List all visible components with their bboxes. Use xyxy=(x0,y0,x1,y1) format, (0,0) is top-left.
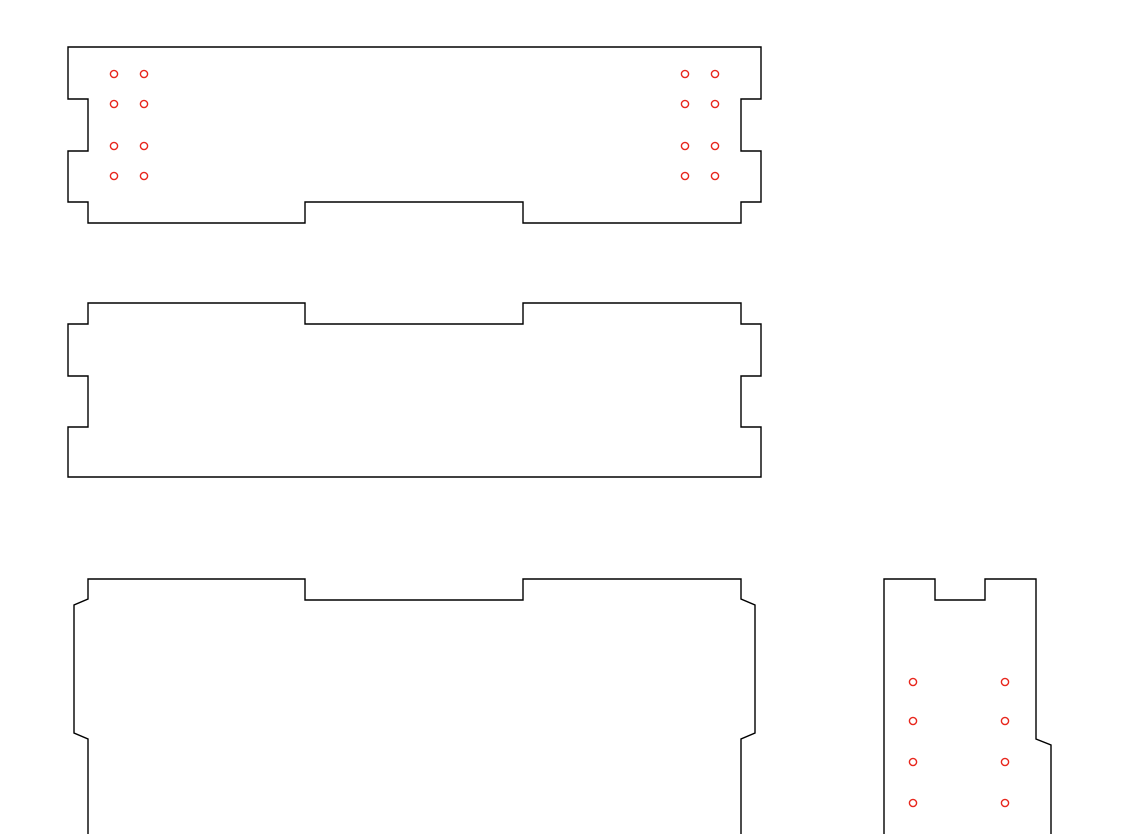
top-panel-hole xyxy=(109,69,119,79)
side-panel-hole xyxy=(1000,757,1010,767)
top-panel-hole xyxy=(109,99,119,109)
top-panel-hole xyxy=(680,141,690,151)
top-panel-hole xyxy=(710,141,720,151)
top-panel-hole xyxy=(109,171,119,181)
top-panel-hole xyxy=(680,99,690,109)
top-panel-holes xyxy=(109,69,720,181)
bottom-panel-outline xyxy=(73,578,756,834)
side-panel-hole xyxy=(1000,677,1010,687)
middle-panel-outline xyxy=(67,302,762,478)
side-panel-hole xyxy=(908,798,918,808)
side-panel-hole xyxy=(908,677,918,687)
top-panel-hole xyxy=(710,69,720,79)
side-panel-hole xyxy=(908,757,918,767)
side-panel-hole xyxy=(1000,798,1010,808)
top-panel-hole xyxy=(710,171,720,181)
top-panel-hole xyxy=(139,171,149,181)
side-panel-outline xyxy=(883,578,1052,834)
top-panel-hole xyxy=(680,69,690,79)
top-panel-hole xyxy=(680,171,690,181)
top-panel-hole xyxy=(139,69,149,79)
top-panel-hole xyxy=(139,141,149,151)
top-panel-hole xyxy=(109,141,119,151)
side-panel-hole xyxy=(1000,716,1010,726)
top-panel-hole xyxy=(710,99,720,109)
top-panel-outline xyxy=(67,46,762,224)
top-panel-hole xyxy=(139,99,149,109)
side-panel-holes xyxy=(908,677,1010,808)
side-panel-hole xyxy=(908,716,918,726)
